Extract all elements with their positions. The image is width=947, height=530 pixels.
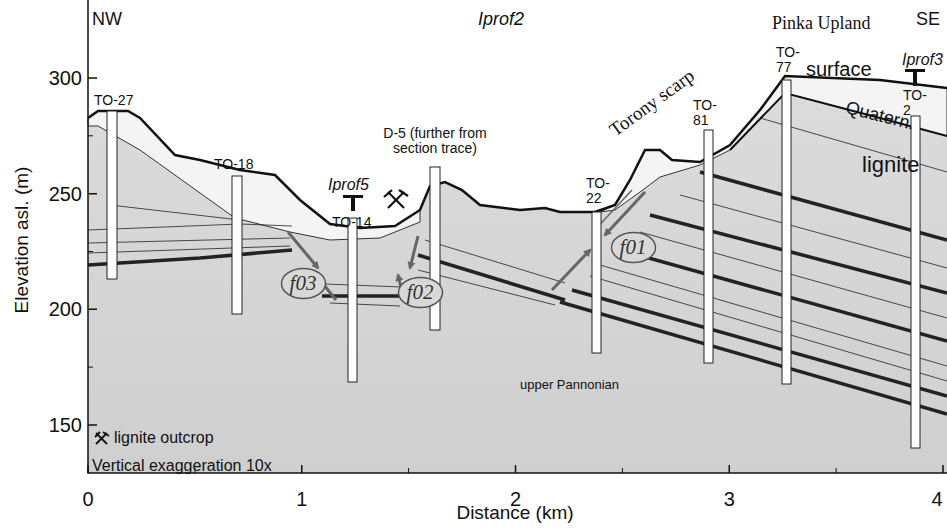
borehole-id: TO-18 <box>214 157 253 172</box>
profile-name: Iprof3 <box>902 51 943 69</box>
tick-label: 4 <box>931 488 942 510</box>
quaternary-fill <box>88 111 420 240</box>
fault-tag: f03 <box>280 267 327 300</box>
tick-label: 1 <box>296 488 307 510</box>
borehole-id: TO-81 <box>693 98 721 129</box>
direction-label: NW <box>92 10 122 30</box>
profile-marker <box>343 69 925 211</box>
tick-label: 0 <box>82 488 93 510</box>
fault-tag: f02 <box>397 276 444 309</box>
profile-name: Iprof2 <box>478 10 524 30</box>
fault-lines <box>288 190 645 300</box>
legend-entry: lignite outcrop <box>94 429 214 447</box>
surface-line <box>88 76 947 228</box>
profile-name: Iprof5 <box>328 176 369 194</box>
borehole-id: TO-77 <box>776 45 804 76</box>
direction-label: SE <box>916 10 940 30</box>
outcrop-symbol <box>94 430 110 446</box>
borehole-columns <box>107 80 920 448</box>
region-label: Pinka Upland <box>772 14 871 34</box>
tick-label: 3 <box>724 488 735 510</box>
scarp-label: Torony scarp <box>606 66 699 141</box>
outcrop-symbol <box>384 190 408 208</box>
tick-label: 300 <box>49 67 82 89</box>
formation-label: upper Pannonian <box>520 378 619 392</box>
borehole-id: D-5 (further from section trace) <box>380 126 490 157</box>
fault-name: f02 <box>407 280 434 305</box>
axes <box>88 0 947 473</box>
borehole-id: TO-14 <box>332 215 371 230</box>
note: Vertical exaggeration 10x <box>92 457 272 475</box>
fault-name: f03 <box>290 271 317 296</box>
fault-tag: f01 <box>610 231 657 264</box>
fault-name: f01 <box>620 235 647 260</box>
tick-label: 250 <box>49 183 82 205</box>
tick-label: 200 <box>49 298 82 320</box>
axis-title: Elevation asl. (m) <box>12 167 33 314</box>
layer-label: lignite <box>862 153 919 177</box>
tick-label: 150 <box>49 414 82 436</box>
pannonian-fill <box>88 76 947 473</box>
bed-lines <box>88 118 947 414</box>
borehole-id: TO-27 <box>94 93 133 108</box>
legend-text: lignite outcrop <box>114 429 214 447</box>
borehole-id: TO-22 <box>586 176 614 207</box>
axis-title: Distance (km) <box>456 503 573 524</box>
layer-label: surface <box>806 58 872 80</box>
